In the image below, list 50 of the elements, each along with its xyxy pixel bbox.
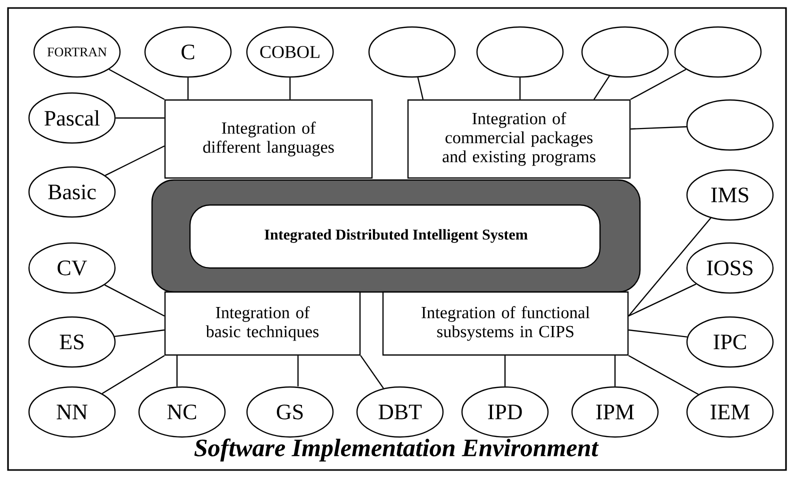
title: Software Implementation Environment <box>194 438 599 462</box>
connector-line <box>519 78 521 100</box>
ellipse-node: C <box>144 26 232 78</box>
connector-line <box>108 68 165 100</box>
ellipse-node <box>581 26 669 78</box>
ellipse-node: ES <box>28 316 116 368</box>
ellipse-node: FORTRAN <box>33 26 121 78</box>
process-box: Integration of basic techniques <box>164 291 361 356</box>
ellipse-node: IOSS <box>686 242 774 294</box>
ellipse-node: NC <box>138 386 226 438</box>
ellipse-node <box>674 26 762 78</box>
connector-line <box>417 77 424 100</box>
ellipse-node: IPC <box>686 316 774 368</box>
process-box: Integration of commercial packages and existing programs <box>407 99 631 179</box>
ellipse-node: Basic <box>28 166 116 218</box>
ellipse-node: CV <box>28 242 116 294</box>
ellipse-node: IPD <box>461 386 549 438</box>
process-box: Integration of different languages <box>164 99 373 179</box>
ellipse-node <box>686 99 774 151</box>
connector-line <box>630 68 686 100</box>
ellipse-node: GS <box>246 386 334 438</box>
connector-line <box>628 329 688 338</box>
connector-line <box>504 356 506 386</box>
connector-line <box>187 78 189 100</box>
connector-line <box>360 355 384 389</box>
connector-line <box>297 356 299 386</box>
connector-line <box>105 145 165 176</box>
ellipse-node: COBOL <box>246 26 334 78</box>
ellipse-node: NN <box>28 386 116 438</box>
ellipse-node: DBT <box>356 386 444 438</box>
ellipse-node: IMS <box>686 169 774 221</box>
connector-line <box>628 355 699 395</box>
connector-line <box>116 117 164 119</box>
process-box: Integration of functional subsystems in CIPS <box>382 291 629 356</box>
connector-line <box>104 284 165 317</box>
connector-line <box>614 356 616 386</box>
ellipse-node: Pascal <box>28 92 116 144</box>
connector-line <box>594 76 610 100</box>
connector-line <box>114 329 164 338</box>
connector-line <box>289 78 291 100</box>
ellipse-node: IPM <box>571 386 659 438</box>
connector-line <box>630 126 687 130</box>
connector-line <box>628 284 696 317</box>
ellipse-node <box>476 26 564 78</box>
ellipse-node: IEM <box>686 386 774 438</box>
connector-line <box>628 218 712 316</box>
ellipse-node <box>368 26 456 78</box>
connector-line <box>176 356 178 386</box>
connector-line <box>102 355 165 394</box>
central-band: Integrated Distributed Intelligent System <box>151 179 641 293</box>
